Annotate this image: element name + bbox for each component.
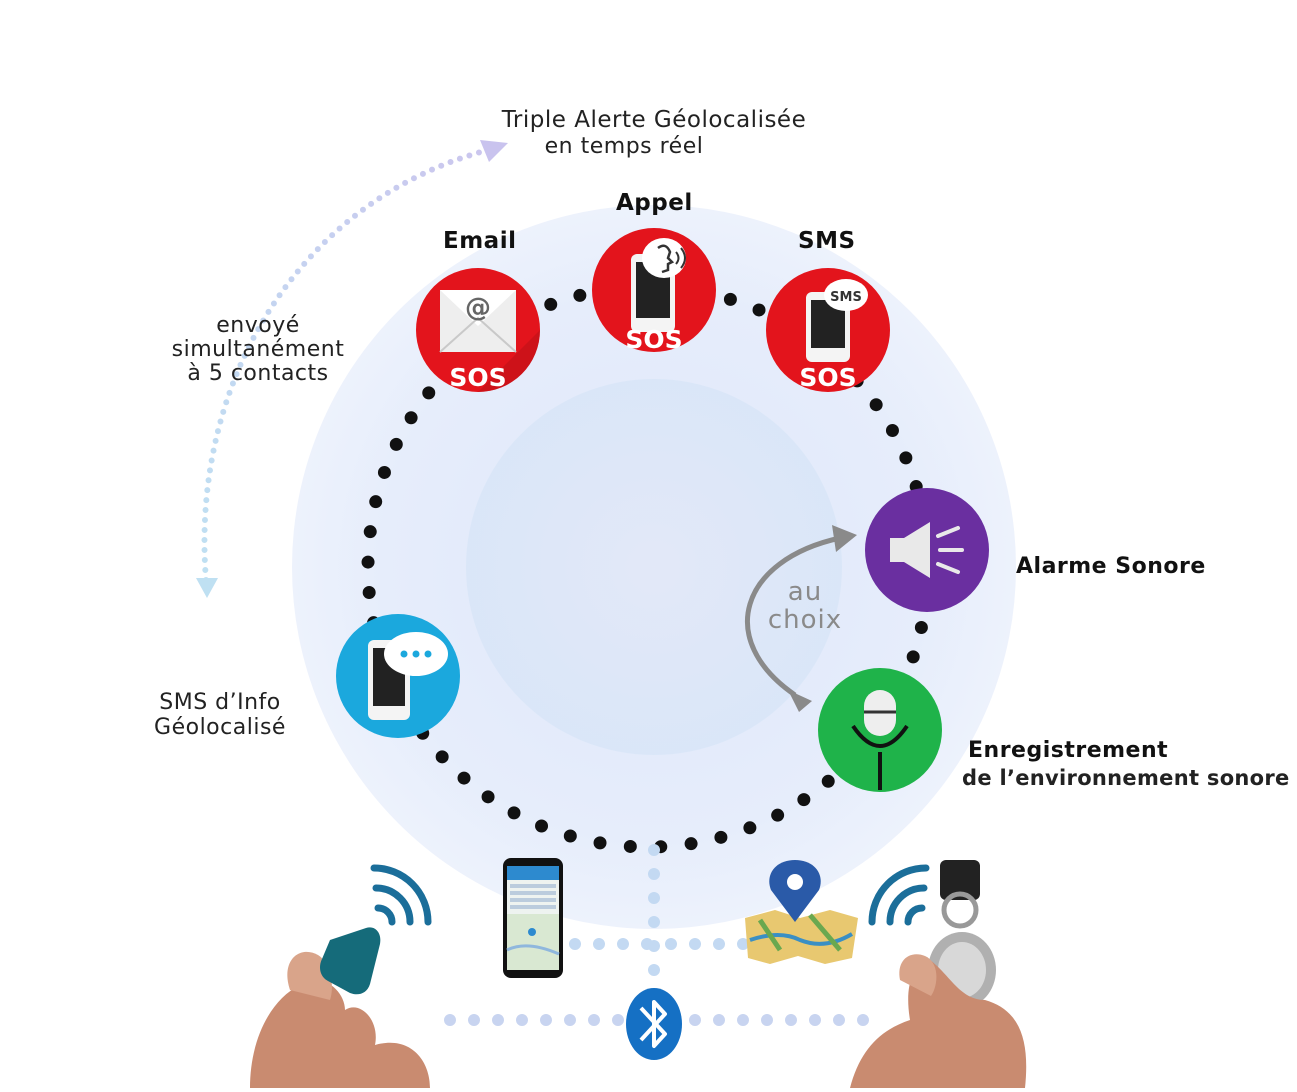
recording-label-line1: Enregistrement	[968, 738, 1169, 763]
broadcast-arc-arrow	[196, 140, 508, 598]
bottom-dotted-connectors	[444, 844, 886, 1026]
recording-node	[818, 668, 942, 792]
email-sos-node: @ SOS	[416, 268, 540, 392]
smartphone-map-app-icon	[503, 858, 563, 978]
signal-wave-icon-right	[868, 864, 930, 926]
sms-bubble-text: SMS	[830, 290, 862, 305]
phone-speaking-icon	[642, 238, 686, 278]
alarm-label: Alarme Sonore	[1016, 554, 1206, 579]
alarm-node	[865, 488, 989, 612]
sms-sos-badge: SOS	[799, 363, 856, 392]
svg-text:@: @	[465, 293, 491, 323]
signal-wave-icon	[370, 864, 432, 926]
call-label: Appel	[616, 190, 693, 216]
hand-with-keyfob-image	[850, 860, 1027, 1088]
info-sms-label-line2: Géolocalisé	[154, 715, 286, 740]
loudspeaker-icon	[890, 522, 964, 578]
email-label: Email	[443, 228, 517, 254]
header-title: Triple Alerte Géolocalisée	[501, 107, 807, 133]
map-location-pin-icon	[745, 860, 858, 964]
phone-chat-bubble-icon	[384, 632, 448, 676]
side-note-line2: simultanément	[171, 337, 345, 362]
hand-with-button-device-image	[250, 927, 430, 1088]
sms-sos-node: SMS SOS	[766, 268, 890, 392]
recording-label-line2: de l’environnement sonore	[962, 766, 1290, 790]
call-sos-badge: SOS	[625, 325, 682, 354]
side-note-line1: envoyé	[216, 313, 300, 338]
header-subtitle: en temps réel	[544, 134, 704, 159]
email-sos-badge: SOS	[449, 363, 506, 392]
inner-halo-circle	[466, 379, 842, 755]
call-sos-node: SOS	[592, 228, 716, 354]
sms-label: SMS	[798, 228, 856, 254]
phone-sms-icon: SMS	[824, 279, 868, 311]
microphone-icon	[851, 690, 909, 790]
info-sms-node	[336, 614, 460, 738]
bluetooth-icon	[626, 988, 682, 1060]
choice-label-line1: au	[787, 577, 823, 607]
choice-label-line2: choix	[767, 605, 843, 635]
info-sms-label-line1: SMS d’Info	[159, 690, 281, 715]
choice-arrow	[744, 525, 857, 712]
side-note-line3: à 5 contacts	[187, 361, 329, 386]
envelope-icon: @	[439, 290, 517, 353]
